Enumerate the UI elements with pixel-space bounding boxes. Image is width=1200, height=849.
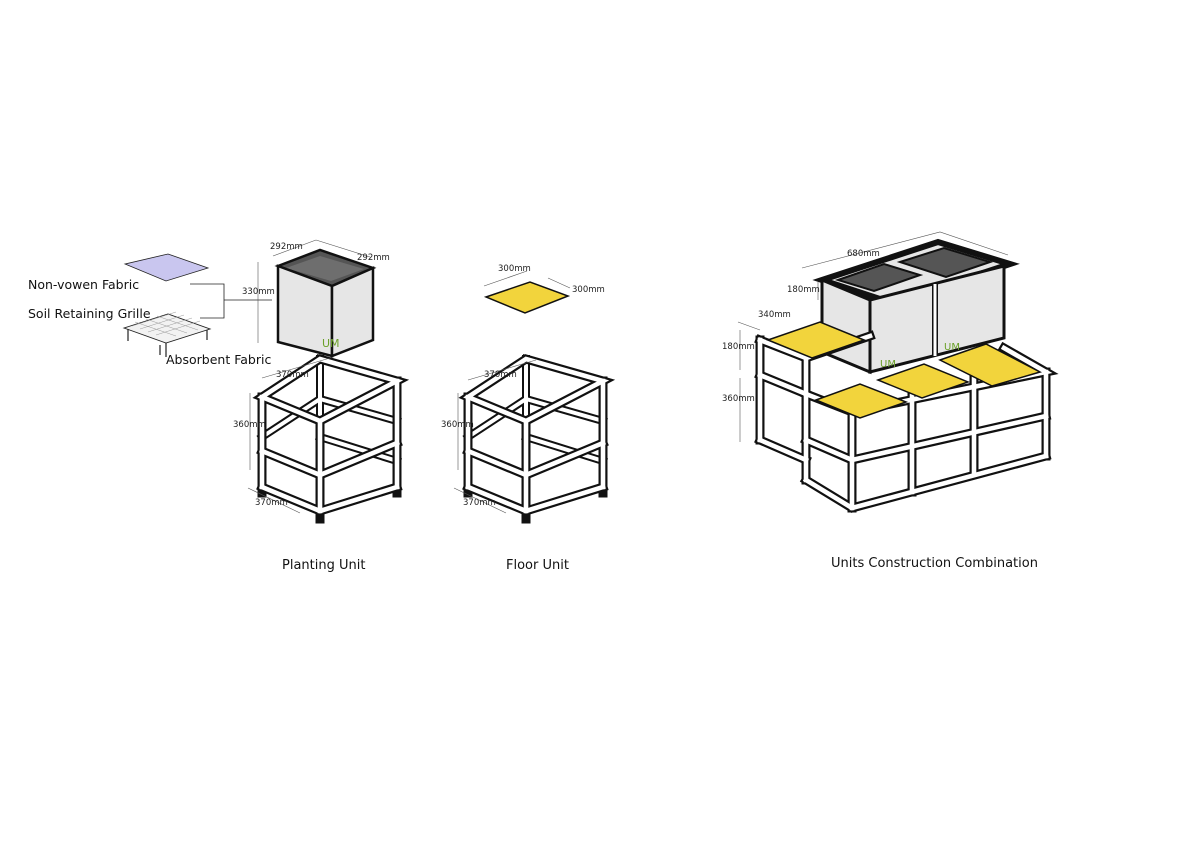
combination-unit: UM UM [722, 231, 1059, 571]
caption-combination: Units Construction Combination [831, 556, 1038, 571]
label-soil-retaining-grille: Soil Retaining Grille [28, 306, 151, 321]
soil-retaining-grille [122, 311, 212, 357]
planting-unit: Non-vowen Fabric Soil Retaining Grille A… [28, 239, 397, 573]
planting-frame [262, 359, 397, 519]
label-non-woven-fabric: Non-vowen Fabric [28, 277, 139, 292]
dim-upper-height: 180mm [787, 285, 820, 295]
caption-floor-unit: Floor Unit [506, 558, 569, 573]
floor-frame [468, 359, 603, 519]
dim-floor-frame-height: 360mm [441, 420, 474, 430]
dim-frame-depth: 370mm [255, 498, 288, 508]
dim-frame-width: 370mm [276, 370, 309, 380]
dim-floor-frame-width: 370mm [484, 370, 517, 380]
caption-planting-unit: Planting Unit [282, 558, 365, 573]
dim-step-height: 180mm [722, 342, 755, 352]
planter-box: UM [274, 248, 377, 358]
dim-frame-height: 360mm [233, 420, 266, 430]
floor-panel [483, 281, 571, 314]
dim-box-height: 330mm [242, 287, 275, 297]
logo-left: UM [880, 359, 896, 370]
dim-panel-depth: 300mm [572, 285, 605, 295]
dim-box-depth: 292mm [357, 253, 390, 263]
logo: UM [322, 337, 340, 350]
dim-step-depth: 340mm [758, 310, 791, 320]
non-woven-fabric-sheet [123, 253, 210, 282]
upper-planter-boxes: UM UM [812, 238, 1020, 375]
dim-box-width: 292mm [270, 242, 303, 252]
label-absorbent-fabric: Absorbent Fabric [166, 352, 271, 367]
combination-panels [765, 321, 1043, 419]
label-connector [190, 283, 272, 319]
dim-floor-frame-depth: 370mm [463, 498, 496, 508]
logo-right: UM [944, 342, 960, 353]
dim-base-height: 360mm [722, 394, 755, 404]
floor-unit: 300mm 300mm 370mm 360mm 370mm Floor Unit [441, 264, 605, 573]
dim-top-width: 680mm [847, 249, 880, 259]
dim-panel-width: 300mm [498, 264, 531, 274]
